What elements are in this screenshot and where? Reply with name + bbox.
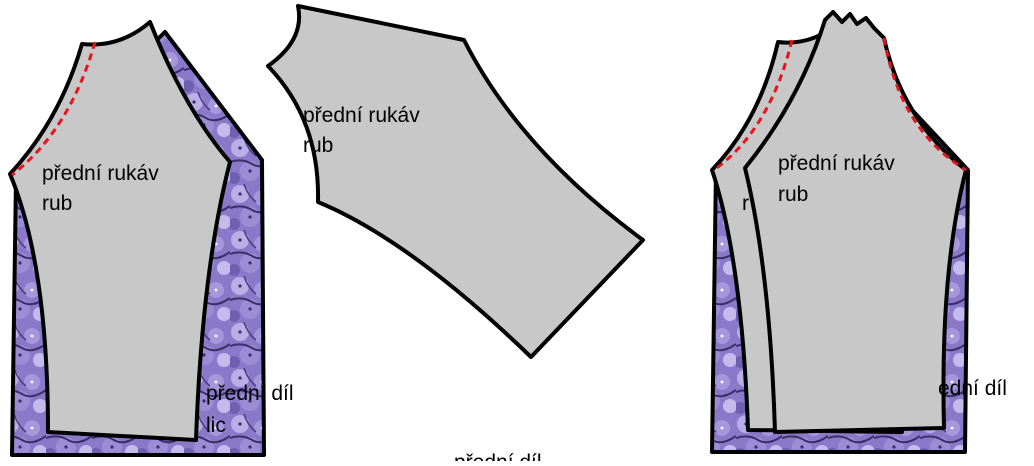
- left-sleeve-label-line2: rub: [42, 192, 72, 215]
- middle-front-sleeve-piece: [268, 6, 643, 357]
- right-sleeve-label-line2: rub: [778, 183, 808, 206]
- right-assembly: r přední rukáv rub ední díl: [712, 12, 1007, 452]
- left-assembly: přední rukáv rub přední díl lic: [10, 22, 294, 455]
- left-front-label-line1: přední díl: [206, 382, 294, 405]
- right-sleeve-label-line1: přední rukáv: [778, 152, 895, 175]
- left-front-label-line2: lic: [206, 414, 226, 437]
- middle-assembly: přední rukáv rub přední díl: [268, 6, 643, 461]
- middle-sleeve-label-line1: přední rukáv: [303, 104, 420, 127]
- middle-front-label: přední díl: [454, 451, 542, 461]
- right-front-label: ední díl: [938, 377, 1007, 400]
- middle-sleeve-label-line2: rub: [303, 134, 333, 157]
- left-sleeve-label-line1: přední rukáv: [42, 162, 159, 185]
- right-hidden-label-fragment: r: [742, 192, 749, 215]
